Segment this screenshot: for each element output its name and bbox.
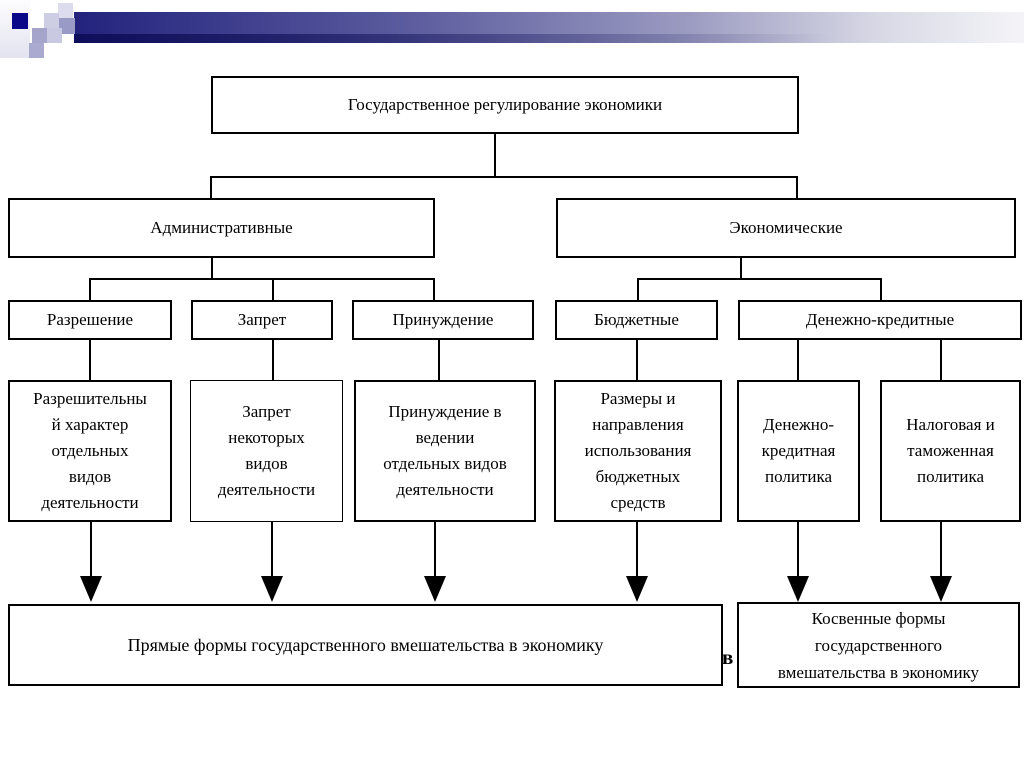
node-state-regulation: Государственное регулирование экономики (211, 76, 799, 134)
connector-line (438, 340, 440, 380)
decor-square (47, 28, 62, 43)
arrowhead-down-icon (930, 576, 952, 602)
connector-line (796, 176, 798, 200)
connector-line (940, 340, 942, 380)
arrow-shaft (940, 522, 942, 578)
arrow-shaft (90, 522, 92, 578)
decor-square (29, 43, 44, 58)
decor-square (12, 13, 28, 29)
node-budget-use: Размеры и направления использования бюдж… (554, 380, 722, 522)
node-monetary-credit: Денежно-кредитные (738, 300, 1022, 340)
connector-line (89, 278, 91, 300)
arrowhead-down-icon (787, 576, 809, 602)
arrow-shaft (271, 522, 273, 578)
connector-line (272, 278, 274, 300)
connector-line (433, 278, 435, 300)
header-bar-shadow (74, 34, 1024, 43)
arrowhead-down-icon (626, 576, 648, 602)
node-prohibition-types: Запрет некоторых видов деятельности (190, 380, 343, 522)
arrowhead-down-icon (261, 576, 283, 602)
node-coercion: Принуждение (352, 300, 534, 340)
node-monetary-policy: Денежно- кредитная политика (737, 380, 860, 522)
node-prohibition: Запрет (191, 300, 333, 340)
stray-letter: в (722, 645, 734, 669)
connector-line (272, 340, 274, 380)
header-left-strip (0, 0, 30, 58)
connector-line (211, 258, 213, 278)
connector-line (637, 278, 882, 280)
node-direct-forms: Прямые формы государственного вмешательс… (8, 604, 723, 686)
node-coercion-types: Принуждение в ведении отдельных видов де… (354, 380, 536, 522)
node-tax-policy: Налоговая и таможенная политика (880, 380, 1021, 522)
connector-line (89, 340, 91, 380)
connector-line (880, 278, 882, 300)
node-economic: Экономические (556, 198, 1016, 258)
arrow-shaft (636, 522, 638, 578)
connector-line (740, 258, 742, 278)
node-permissive-nature: Разрешительны й характер отдельных видов… (8, 380, 172, 522)
connector-line (636, 340, 638, 380)
decor-square (44, 13, 59, 28)
node-administrative: Административные (8, 198, 435, 258)
arrowhead-down-icon (424, 576, 446, 602)
arrowhead-down-icon (80, 576, 102, 602)
decor-square (32, 28, 47, 43)
node-permission: Разрешение (8, 300, 172, 340)
decor-square (58, 3, 73, 18)
connector-line (797, 340, 799, 380)
connector-line (494, 134, 496, 176)
decor-square (59, 18, 75, 34)
connector-line (210, 176, 212, 200)
connector-line (89, 278, 435, 280)
node-indirect-forms: Косвенные формы государственного вмешате… (737, 602, 1020, 688)
arrow-shaft (797, 522, 799, 578)
arrow-shaft (434, 522, 436, 578)
node-budgetary: Бюджетные (555, 300, 718, 340)
connector-line (637, 278, 639, 300)
connector-line (210, 176, 798, 178)
